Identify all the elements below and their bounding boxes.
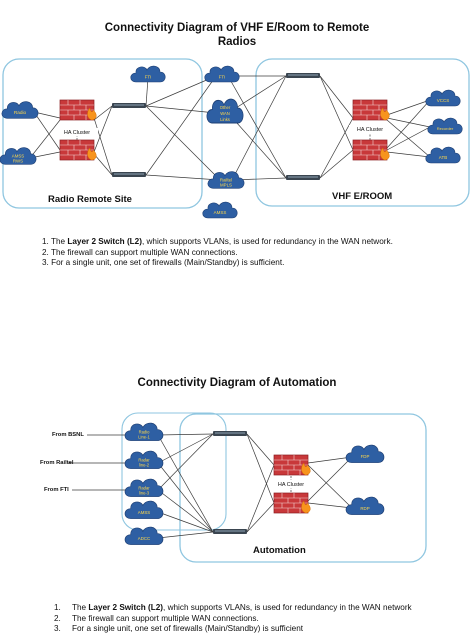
note1-line3: 3. For a single unit, one set of firewal… xyxy=(42,258,393,269)
zone-automation xyxy=(179,413,427,563)
note1-line2-text: 2. The firewall can support multiple WAN… xyxy=(42,247,238,257)
firewall-right-main xyxy=(352,99,390,121)
cloud-other-wan-line2: WAN xyxy=(220,111,230,116)
source-fti-label: From FTI xyxy=(44,487,69,493)
cloud-adcc-label: ADCC xyxy=(138,536,150,541)
cloud-radar-line2-l1: Radar xyxy=(138,457,150,462)
note2-line2: 2. The firewall can support multiple WAN … xyxy=(54,614,412,625)
cloud-amss-rws-line2: RWS xyxy=(13,159,23,164)
cloud-atb: ATB xyxy=(425,146,461,164)
cloud-recorder: Recorder xyxy=(427,117,463,135)
zone-automation-feed xyxy=(121,412,227,531)
cloud-radar-line3-l2: line-3 xyxy=(139,490,150,495)
l2-switch-right-bottom xyxy=(286,175,320,180)
note2-line1-prefix: The xyxy=(72,603,89,612)
note1-line2: 2. The firewall can support multiple WAN… xyxy=(42,248,393,259)
cloud-fti-left-label: FTI xyxy=(145,75,152,80)
cloud-vccs-label: VCCS xyxy=(437,98,450,103)
cloud-railtel-mpls-line1: Railtel xyxy=(220,177,232,182)
l2-switch-automation-bottom xyxy=(213,529,247,534)
zone-vhf-eroom xyxy=(255,58,470,207)
cloud-amss-bottom-label: AMSS xyxy=(214,210,227,215)
ha-cluster-right-label: HA Cluster xyxy=(357,127,383,133)
cloud-radio-line1-l1: Radio xyxy=(139,429,151,434)
diagram2-links xyxy=(68,433,353,539)
note2-line3: 3. For a single unit, one set of firewall… xyxy=(54,624,412,635)
cloud-other-wan-line1: Other xyxy=(220,105,231,110)
note2-line1-num: 1. xyxy=(54,603,61,612)
note2-line3-num: 3. xyxy=(54,624,61,633)
l2-switch-left-bottom xyxy=(112,172,146,177)
cloud-amss-label: AMSS xyxy=(138,510,151,515)
firewall-left-standby xyxy=(59,139,97,161)
notes-diagram2: 1. The Layer 2 Switch (L2), which support… xyxy=(54,603,412,635)
cloud-rdp-label: RDP xyxy=(360,506,369,511)
cloud-vccs: VCCS xyxy=(425,89,461,107)
ha-cluster-automation-label: HA Cluster xyxy=(278,482,304,488)
note2-line1-suffix: , which supports VLANs, is used for redu… xyxy=(163,603,412,612)
cloud-fti-mid: FTI xyxy=(204,65,240,83)
notes-diagram1: 1. The Layer 2 Switch (L2), which suppor… xyxy=(42,237,393,269)
note1-line3-text: 3. For a single unit, one set of firewal… xyxy=(42,258,285,267)
cloud-atb-label: ATB xyxy=(439,155,447,160)
zone-radio-remote-site-label: Radio Remote Site xyxy=(48,194,132,205)
cloud-radio-line1: Radio Line-1 xyxy=(124,422,164,441)
cloud-radar-line3-l1: Radar xyxy=(138,485,150,490)
cloud-railtel-mpls-line2: MPLS xyxy=(220,183,232,188)
cloud-fdp: FDP xyxy=(345,444,385,463)
cloud-fti-left: FTI xyxy=(130,65,166,83)
note2-line2-text: The firewall can support multiple WAN co… xyxy=(72,613,259,623)
zone-radio-remote-site xyxy=(2,58,203,209)
diagram1-title-line1: Connectivity Diagram of VHF E/Room to Re… xyxy=(104,22,370,34)
source-railtel-label: From Railtel xyxy=(40,460,74,466)
note1-line1-suffix: , which supports VLANs, is used for redu… xyxy=(141,237,393,246)
note2-line2-num: 2. xyxy=(54,613,61,623)
note2-line1: 1. The Layer 2 Switch (L2), which support… xyxy=(54,603,412,614)
cloud-radio-line1-l2: Line-1 xyxy=(138,434,150,439)
cloud-rdp: RDP xyxy=(345,496,385,515)
diagram2-title: Connectivity Diagram of Automation xyxy=(137,377,337,389)
cloud-radar-line2: Radar line-2 xyxy=(124,450,164,469)
cloud-other-wan-line3: Links xyxy=(220,117,230,122)
firewall-automation-main xyxy=(273,454,311,476)
note1-line1-prefix: 1. The xyxy=(42,237,68,246)
cloud-amss: AMSS xyxy=(124,500,164,519)
zone-automation-label: Automation xyxy=(253,545,306,556)
cloud-radar-line2-l2: line-2 xyxy=(139,462,150,467)
l2-switch-left-top xyxy=(112,103,146,108)
firewall-automation-standby xyxy=(273,492,311,514)
cloud-railtel-mpls: Railtel MPLS xyxy=(207,171,245,189)
l2-switch-right-top xyxy=(286,73,320,78)
l2-switch-automation-top xyxy=(213,431,247,436)
zone-vhf-eroom-label: VHF E/ROOM xyxy=(332,191,392,202)
note2-line1-bold: Layer 2 Switch (L2) xyxy=(88,603,164,612)
cloud-recorder-label: Recorder xyxy=(437,126,454,131)
cloud-radio-label: Radio xyxy=(14,110,27,116)
note1-line1-bold: Layer 2 Switch (L2) xyxy=(67,237,142,246)
cloud-amss-rws-line1: AMSS xyxy=(12,153,25,158)
cloud-fdp-label: FDP xyxy=(361,454,370,459)
firewall-right-standby xyxy=(352,139,390,161)
source-bsnl-label: From BSNL xyxy=(52,432,84,438)
cloud-amss-rws: AMSS RWS xyxy=(0,147,37,165)
note2-line3-text: For a single unit, one set of firewalls … xyxy=(72,624,304,633)
cloud-fti-mid-label: FTI xyxy=(219,75,226,80)
cloud-amss-bottom: AMSS xyxy=(202,201,238,219)
cloud-adcc: ADCC xyxy=(124,526,164,545)
note1-line1: 1. The Layer 2 Switch (L2), which suppor… xyxy=(42,237,393,248)
diagram1-title-line2: Radios xyxy=(217,36,257,48)
cloud-radio: Radio xyxy=(1,101,39,119)
ha-cluster-left-label: HA Cluster xyxy=(64,130,90,136)
firewall-left-main xyxy=(59,99,97,121)
cloud-radar-line3: Radar line-3 xyxy=(124,478,164,497)
